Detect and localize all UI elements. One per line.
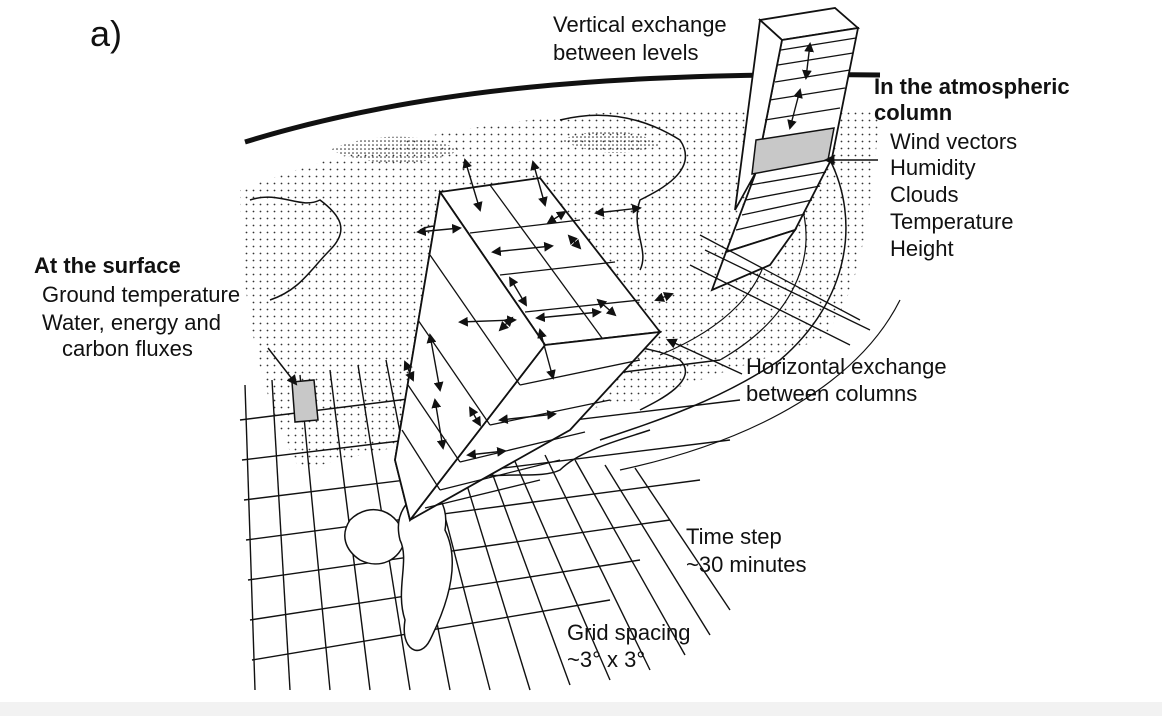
central-column-arrows <box>403 158 674 460</box>
atmospheric-column-title-line1: In the atmospheric <box>874 74 1070 99</box>
horizontal-exchange-label-line2: between columns <box>746 381 918 406</box>
coastline <box>559 114 687 271</box>
horizontal-exchange-leader <box>666 338 743 375</box>
time-step-label-line1: Time step <box>686 524 782 549</box>
atmospheric-item-humidity: Humidity <box>890 155 976 180</box>
surface-title: At the surface <box>34 253 181 278</box>
vertical-exchange-label-line1: Vertical exchange <box>553 12 727 37</box>
atmospheric-item-wind-vectors: Wind vectors <box>890 129 1018 154</box>
time-step-label-line2: ~30 minutes <box>686 552 807 577</box>
atmospheric-item-clouds: Clouds <box>890 182 959 207</box>
vertical-exchange-label-line2: between levels <box>553 40 699 65</box>
latitude-arc <box>599 159 847 441</box>
horizontal-exchange-label-line1: Horizontal exchange <box>746 354 947 379</box>
latitude-arc <box>719 199 807 361</box>
dense-dotted-region-2 <box>560 130 660 154</box>
bottom-strip <box>0 702 1162 716</box>
atmospheric-item-temperature: Temperature <box>890 209 1014 234</box>
central-column-gridlines <box>401 184 641 521</box>
surface-highlight-cell <box>291 379 319 423</box>
coastline-british-isles <box>397 491 453 652</box>
atmospheric-column-title-line2: column <box>874 100 953 125</box>
coastline-british-isles <box>344 509 406 565</box>
coastline <box>249 196 342 301</box>
atmospheric-item-height: Height <box>890 236 954 261</box>
surface-leader-line <box>267 347 298 386</box>
surface-item-carbon-fluxes: carbon fluxes <box>62 336 193 361</box>
surface-item-water-energy: Water, energy and <box>42 310 221 335</box>
vertical-exchange-arrows <box>787 42 814 130</box>
grid-spacing-label-line1: Grid spacing <box>567 620 691 645</box>
dense-dotted-region <box>330 136 460 164</box>
panel-label: a) <box>90 13 123 54</box>
latitude-arc <box>619 299 901 471</box>
surface-item-ground-temperature: Ground temperature <box>42 282 241 307</box>
grid-spacing-label-line2: ~3° x 3° <box>567 647 646 672</box>
column-base-lines <box>689 234 871 346</box>
